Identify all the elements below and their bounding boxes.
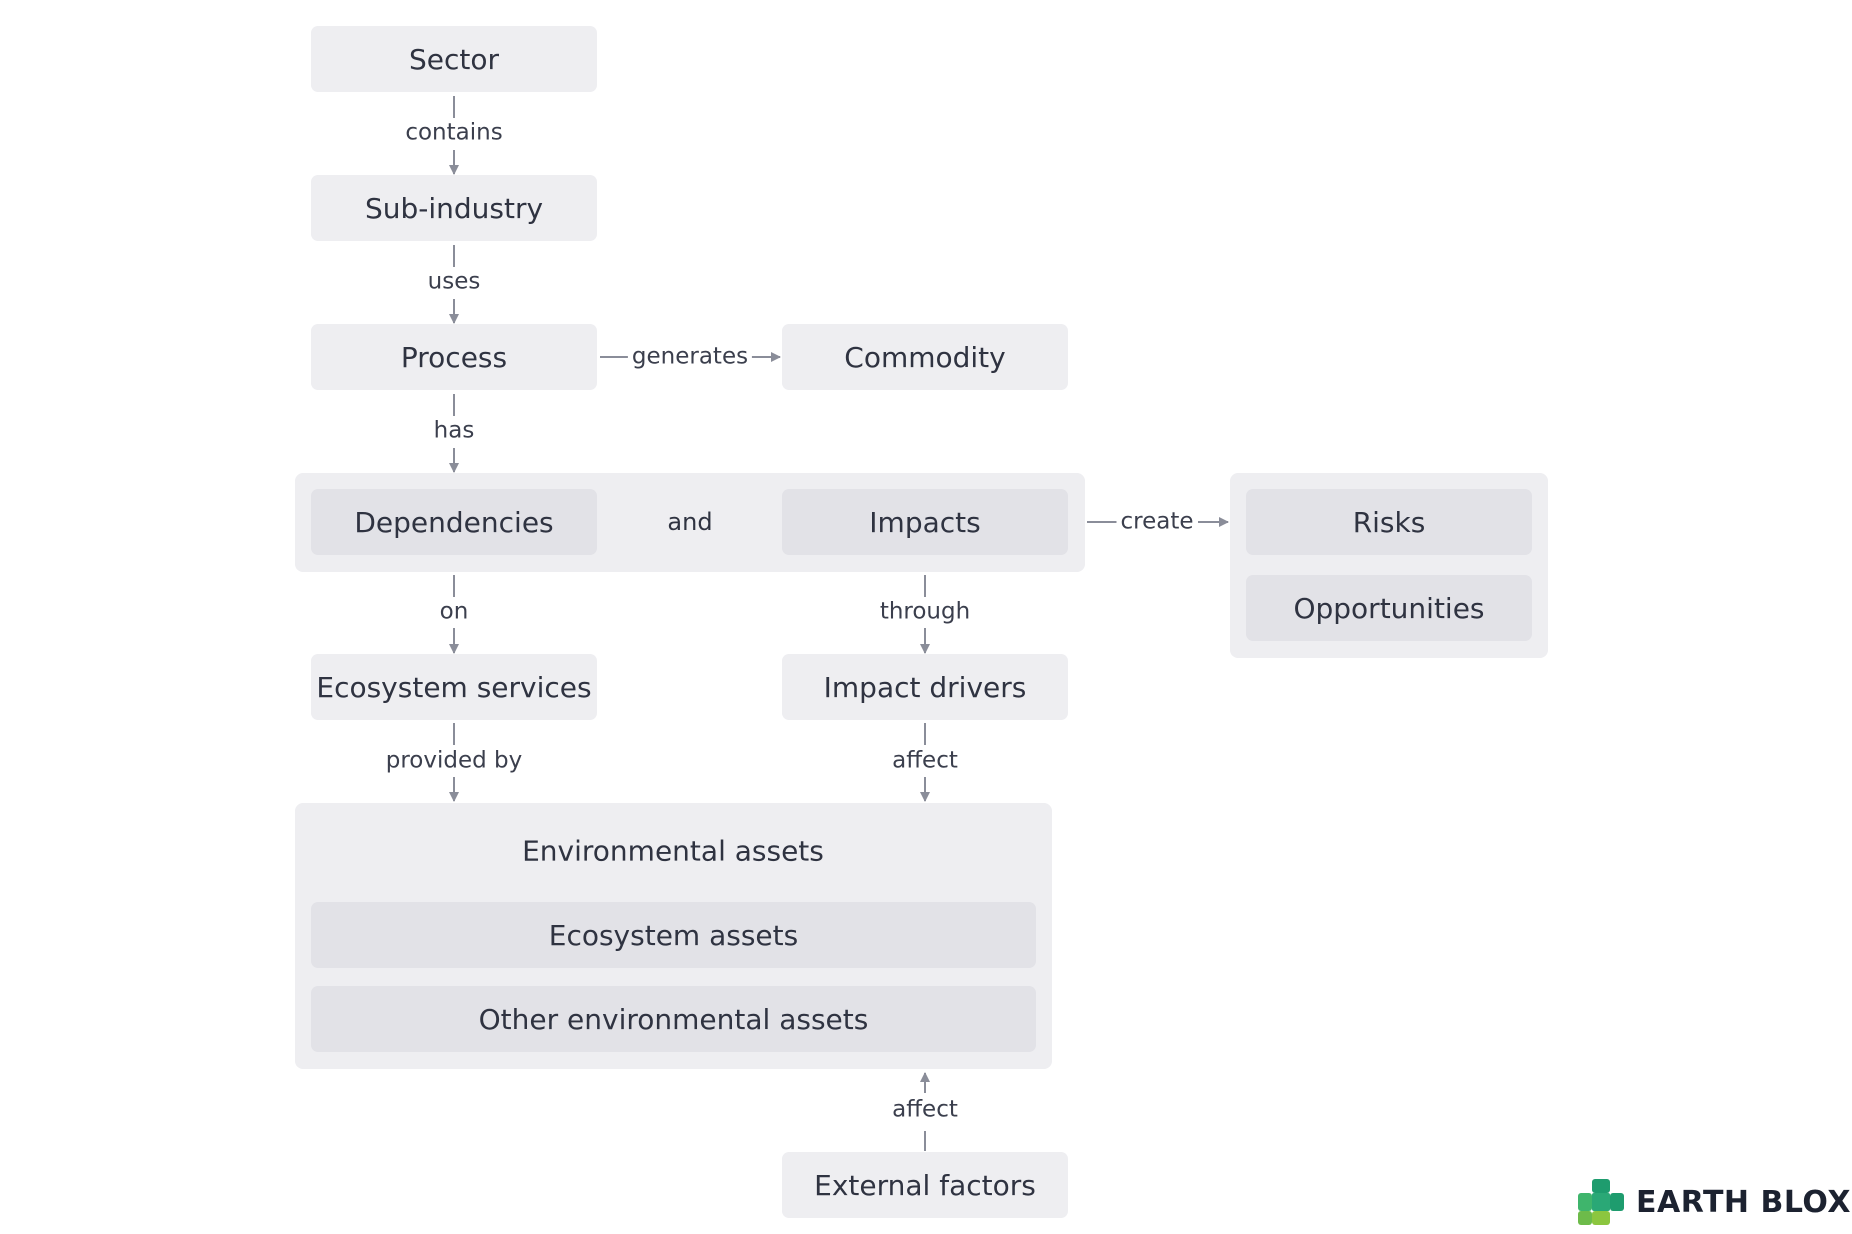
node-ecosystem-assets: Ecosystem assets [311, 902, 1036, 968]
and-label: and [667, 508, 713, 536]
edge-label-provided-by: provided by [381, 749, 527, 773]
node-commodity: Commodity [782, 324, 1068, 390]
earth-blox-wordmark: EARTH BLOX [1636, 1184, 1851, 1220]
node-sector-label: Sector [408, 42, 499, 76]
node-impacts: Impacts [782, 489, 1068, 555]
node-sub-industry: Sub-industry [311, 175, 597, 241]
node-impacts-label: Impacts [869, 505, 981, 539]
node-risks-label: Risks [1352, 505, 1426, 539]
node-ecosystem-services-label: Ecosystem services [316, 670, 592, 704]
node-ecosystem-assets-label: Ecosystem assets [548, 918, 799, 952]
earth-blox-logo-icon [1578, 1179, 1624, 1225]
node-other-environmental-assets-label: Other environmental assets [478, 1002, 869, 1036]
edge-label-contains: contains [401, 121, 507, 145]
edge-label-affect-drivers: affect [888, 749, 962, 773]
node-ecosystem-services: Ecosystem services [311, 654, 597, 720]
node-dependencies: Dependencies [311, 489, 597, 555]
node-external-factors: External factors [782, 1152, 1068, 1218]
edge-label-has: has [429, 419, 479, 443]
earth-blox-logo: EARTH BLOX [1578, 1178, 1851, 1226]
node-sector: Sector [311, 26, 597, 92]
node-commodity-label: Commodity [844, 340, 1006, 374]
node-process: Process [311, 324, 597, 390]
node-sub-industry-label: Sub-industry [364, 191, 544, 225]
node-process-label: Process [400, 340, 508, 374]
edge-label-create: create [1116, 510, 1198, 534]
node-risks: Risks [1246, 489, 1532, 555]
edge-label-uses: uses [423, 270, 485, 294]
node-opportunities: Opportunities [1246, 575, 1532, 641]
node-impact-drivers: Impact drivers [782, 654, 1068, 720]
edge-label-affect-external: affect [888, 1098, 962, 1122]
edge-label-on: on [435, 600, 473, 624]
edge-label-through: through [875, 600, 975, 624]
node-external-factors-label: External factors [814, 1168, 1036, 1202]
node-impact-drivers-label: Impact drivers [823, 670, 1027, 704]
edge-label-generates: generates [627, 345, 753, 369]
node-other-environmental-assets: Other environmental assets [311, 986, 1036, 1052]
environmental-assets-title: Environmental assets [522, 834, 824, 868]
node-dependencies-label: Dependencies [354, 505, 554, 539]
node-opportunities-label: Opportunities [1293, 591, 1485, 625]
